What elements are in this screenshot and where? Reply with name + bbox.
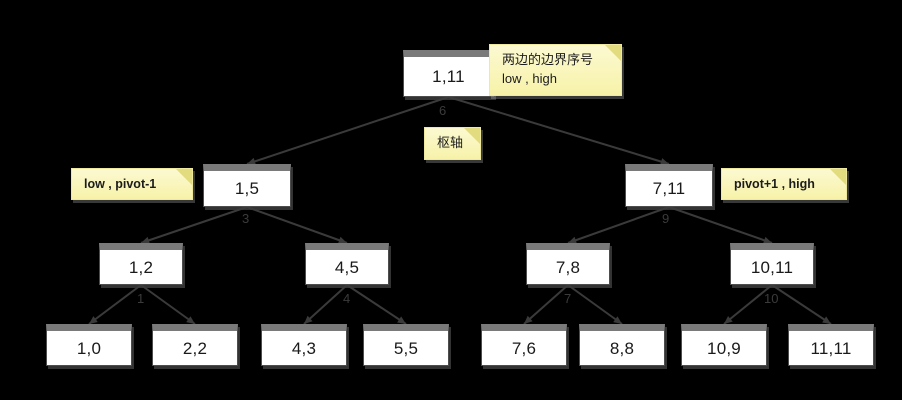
- tree-edge: [668, 206, 773, 244]
- tree-node-label: 1,0: [76, 338, 102, 358]
- sticky-note-text: 两边的边界序号 low , high: [502, 52, 594, 86]
- tree-node-11-11[interactable]: 11,11: [788, 324, 874, 366]
- tree-edge-arrow: [822, 316, 831, 324]
- edge-pivot-label: 6: [439, 103, 447, 118]
- tree-node-10-9[interactable]: 10,9: [681, 324, 767, 366]
- tree-edge: [303, 284, 348, 325]
- tree-edge: [567, 284, 623, 325]
- note-fold-corner-icon: [464, 128, 480, 144]
- edge-pivot-label: 1: [137, 291, 145, 306]
- tree-node-7-6[interactable]: 7,6: [481, 324, 567, 366]
- tree-node-1-0[interactable]: 1,0: [46, 324, 132, 366]
- tree-node-1-11[interactable]: 1,11: [403, 50, 494, 97]
- tree-edge-arrow: [89, 316, 98, 324]
- tree-edge: [346, 284, 407, 325]
- tree-node-5-5[interactable]: 5,5: [363, 324, 449, 366]
- edge-pivot-label: 9: [662, 211, 670, 226]
- tree-edge: [523, 284, 569, 325]
- tree-node-label: 11,11: [810, 338, 852, 358]
- tree-edge-arrow: [304, 315, 313, 324]
- tree-node-label: 7,8: [555, 257, 581, 277]
- note-fold-corner-icon: [830, 169, 846, 185]
- tree-node-4-3[interactable]: 4,3: [261, 324, 347, 366]
- tree-edge: [140, 206, 248, 244]
- tree-node-label: 4,5: [334, 257, 360, 277]
- tree-node-7-11[interactable]: 7,11: [625, 164, 713, 207]
- tree-node-2-2[interactable]: 2,2: [152, 324, 238, 366]
- tree-node-label: 5,5: [393, 338, 419, 358]
- tree-edge-arrow: [613, 316, 622, 324]
- tree-node-label: 1,11: [432, 67, 465, 86]
- tree-node-4-5[interactable]: 4,5: [305, 243, 389, 285]
- edge-pivot-label: 7: [564, 291, 572, 306]
- tree-edge-arrow: [524, 315, 533, 324]
- note-left-range: low , pivot-1: [71, 168, 193, 201]
- tree-node-1-5[interactable]: 1,5: [203, 164, 291, 207]
- tree-edge-arrow: [397, 316, 406, 324]
- note-fold-corner-icon: [605, 45, 621, 61]
- tree-node-label: 1,5: [234, 179, 260, 198]
- note-fold-corner-icon: [176, 169, 192, 185]
- sticky-note-text: pivot+1 , high: [734, 177, 815, 191]
- tree-node-label: 10,9: [707, 338, 741, 358]
- tree-edge: [88, 284, 142, 325]
- tree-node-7-8[interactable]: 7,8: [526, 243, 610, 285]
- tree-node-label: 7,6: [511, 338, 537, 358]
- tree-edge: [246, 96, 449, 165]
- note-bounds: 两边的边界序号 low , high: [489, 44, 622, 96]
- edge-pivot-label: 3: [242, 211, 250, 226]
- tree-node-label: 2,2: [182, 338, 208, 358]
- tree-node-label: 1,2: [128, 257, 154, 277]
- tree-edge: [140, 284, 196, 325]
- tree-node-8-8[interactable]: 8,8: [579, 324, 665, 366]
- sticky-note-text: 枢轴: [437, 135, 464, 150]
- edge-pivot-label: 10: [764, 291, 779, 306]
- tree-edge: [246, 206, 348, 244]
- tree-edge-arrow: [724, 315, 733, 324]
- note-right-range: pivot+1 , high: [721, 168, 847, 201]
- tree-edge: [771, 284, 832, 325]
- tree-node-label: 4,3: [291, 338, 317, 358]
- tree-node-10-11[interactable]: 10,11: [730, 243, 814, 285]
- tree-node-label: 7,11: [652, 179, 686, 198]
- note-pivot: 枢轴: [424, 127, 481, 160]
- tree-edge-arrow: [186, 316, 195, 324]
- edge-pivot-label: 4: [343, 291, 351, 306]
- tree-node-1-2[interactable]: 1,2: [99, 243, 183, 285]
- sticky-note-text: low , pivot-1: [84, 177, 157, 191]
- tree-edge: [448, 96, 670, 165]
- tree-node-label: 10,11: [750, 257, 794, 277]
- tree-edge: [567, 206, 670, 244]
- tree-node-label: 8,8: [609, 338, 635, 358]
